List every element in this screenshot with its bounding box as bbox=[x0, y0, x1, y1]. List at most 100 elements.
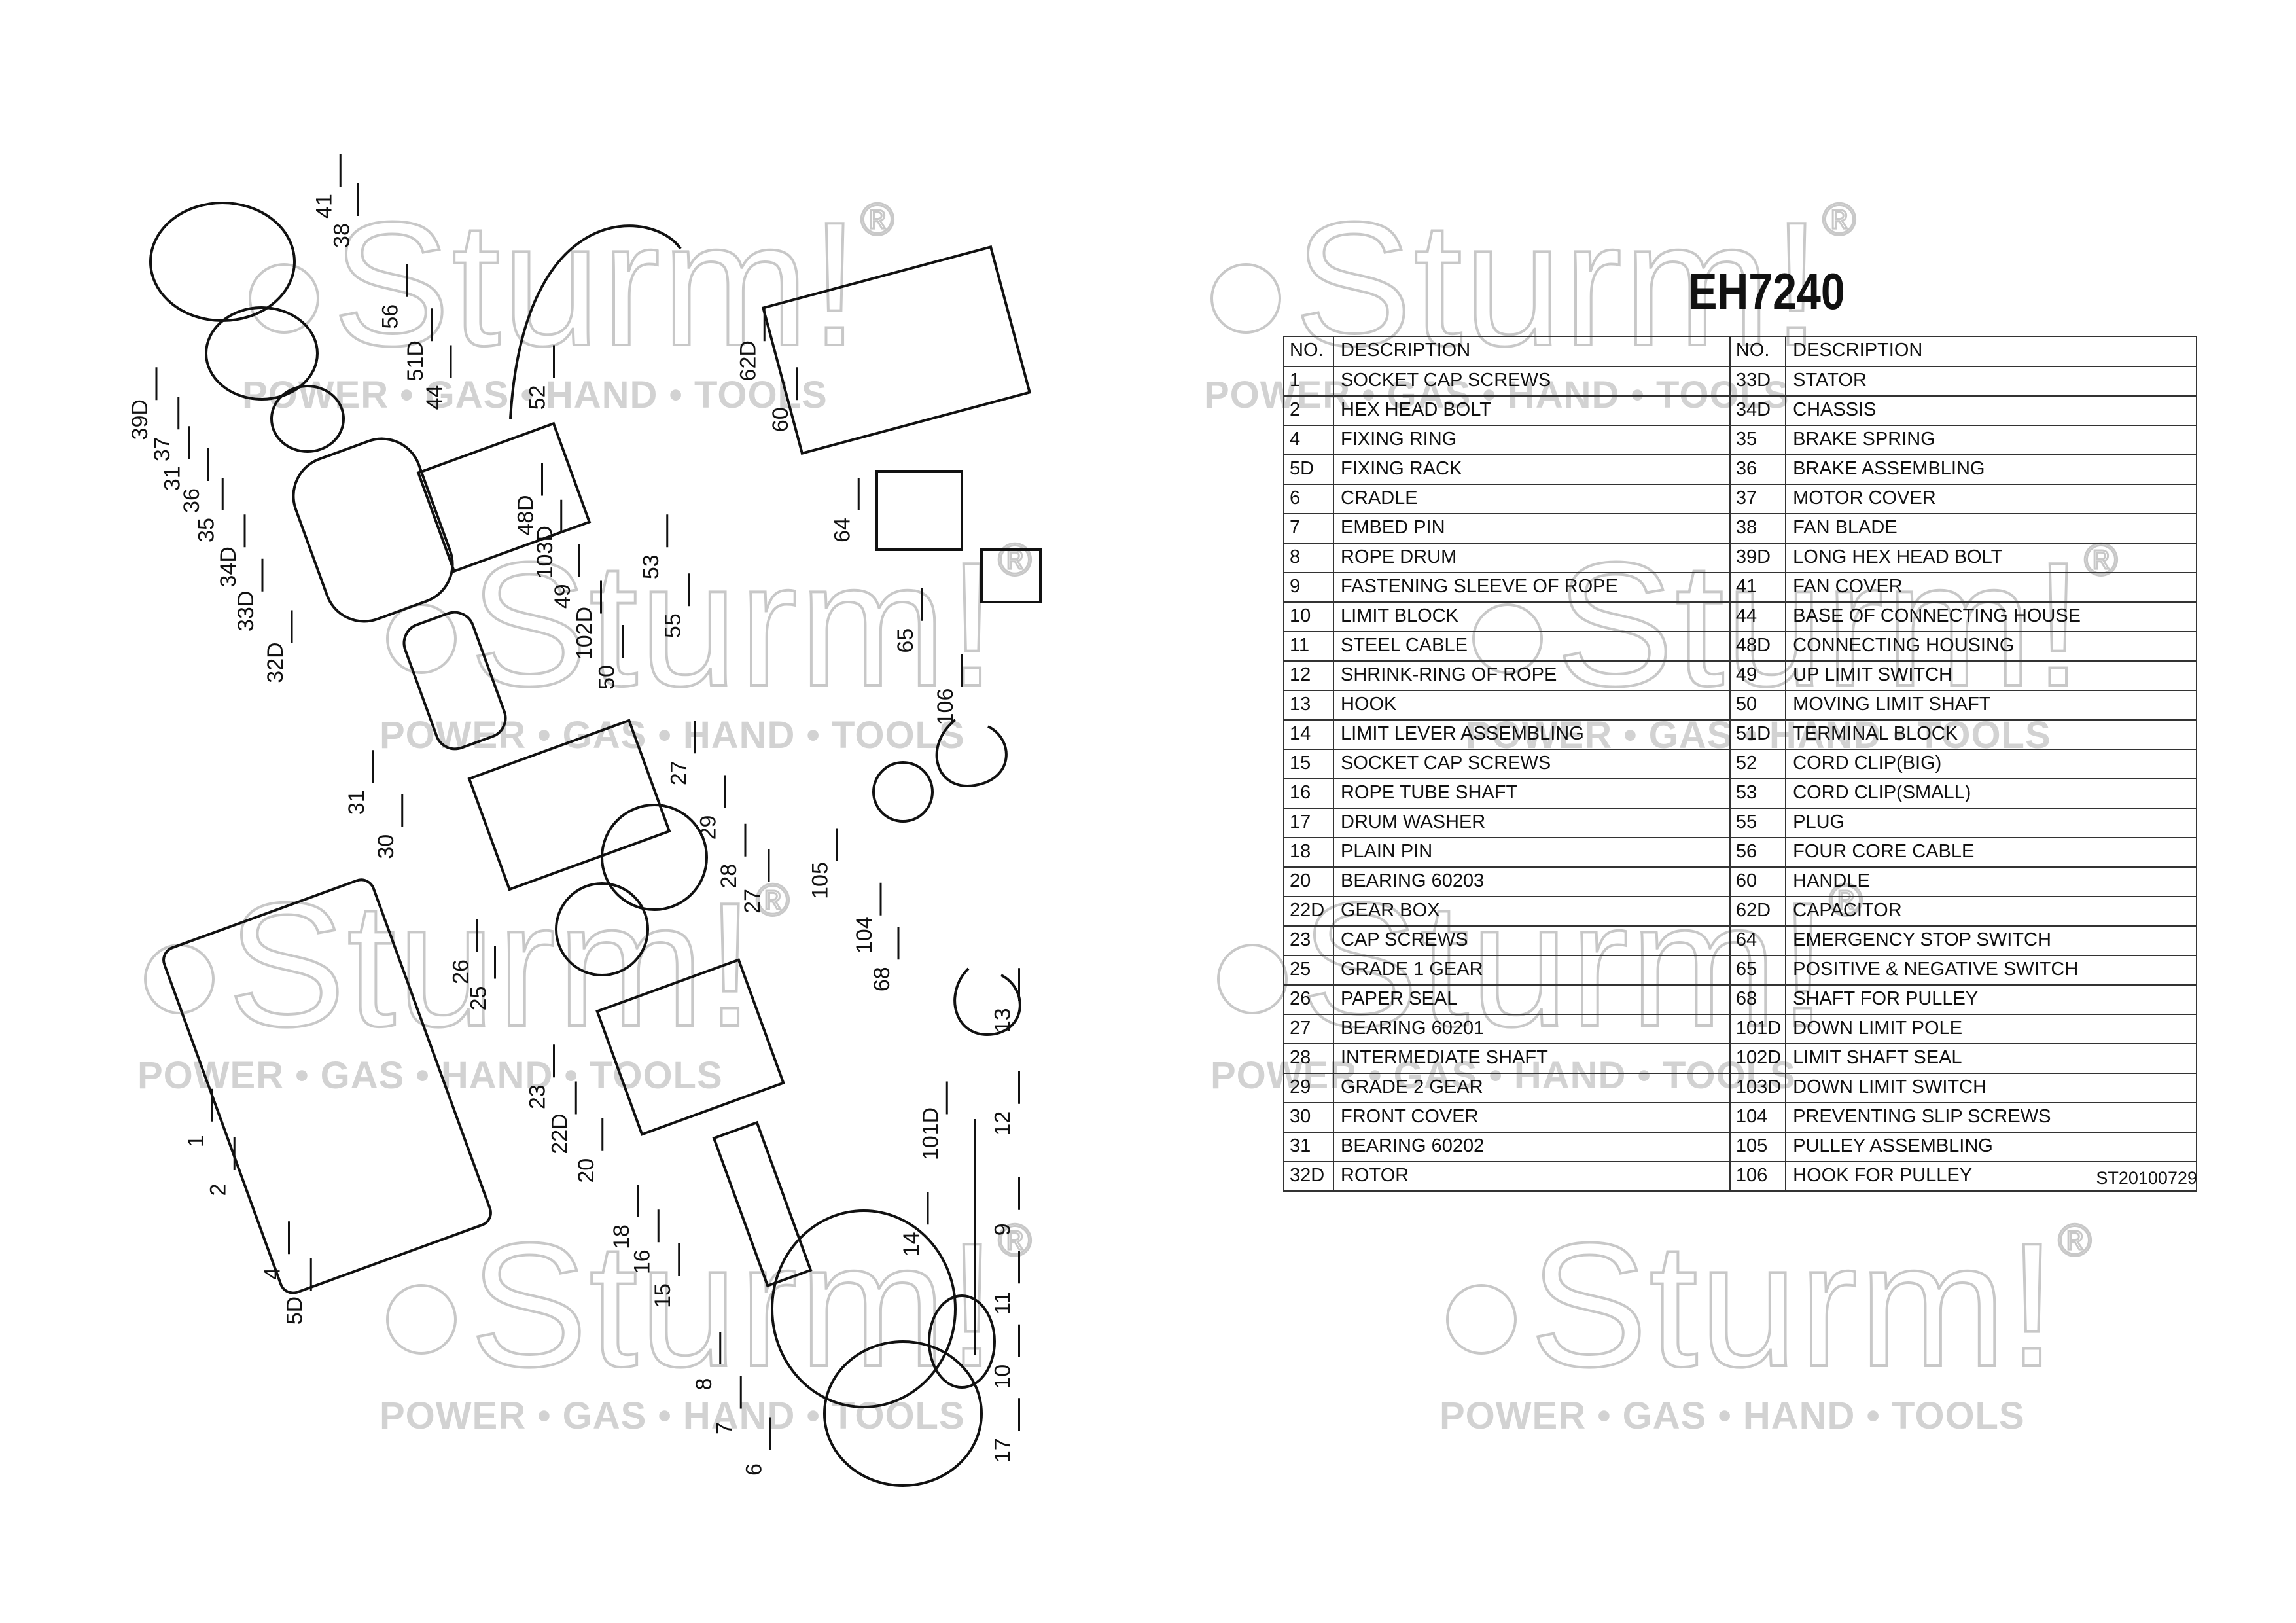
part-number: 64 bbox=[1729, 925, 1786, 956]
part-number: 101D bbox=[1729, 1014, 1786, 1044]
header-no: NO. bbox=[1729, 336, 1786, 367]
wm-bottom-right-tagline: POWER • GAS • HAND • TOOLS bbox=[1439, 1395, 2025, 1437]
part-description: GEAR BOX bbox=[1333, 896, 1730, 927]
part-label: 10 bbox=[991, 1364, 1016, 1389]
part-number: 106 bbox=[1729, 1161, 1786, 1192]
part-description: EMBED PIN bbox=[1333, 513, 1730, 544]
part-label: 2 bbox=[205, 1184, 230, 1196]
switch-part bbox=[875, 470, 963, 551]
part-label: 12 bbox=[991, 1111, 1016, 1136]
registered-mark: ® bbox=[860, 194, 896, 245]
part-label: 29 bbox=[696, 815, 721, 840]
part-number: 12 bbox=[1283, 660, 1333, 691]
part-number: 6 bbox=[1283, 484, 1333, 514]
part-label: 39D bbox=[128, 399, 152, 440]
logo-dot-icon bbox=[386, 1283, 457, 1355]
part-number: 22D bbox=[1283, 896, 1333, 927]
registered-mark: ® bbox=[997, 534, 1033, 585]
part-description: ROPE TUBE SHAFT bbox=[1333, 778, 1730, 809]
part-description: SHRINK-RING OF ROPE bbox=[1333, 660, 1730, 691]
part-label: 55 bbox=[661, 613, 686, 638]
part-description: STEEL CABLE bbox=[1333, 631, 1730, 662]
part-label: 30 bbox=[374, 834, 398, 859]
part-number: 105 bbox=[1729, 1132, 1786, 1162]
part-number: 62D bbox=[1729, 896, 1786, 927]
part-label: 106 bbox=[933, 688, 958, 726]
part-description: MOTOR COVER bbox=[1785, 484, 2197, 514]
part-label: 18 bbox=[609, 1224, 634, 1249]
part-label: 65 bbox=[893, 628, 918, 653]
logo-brand: Sturm! bbox=[1528, 1207, 2058, 1404]
part-label: 8 bbox=[692, 1378, 716, 1391]
part-number: 34D bbox=[1729, 395, 1786, 426]
document-code: ST20100729 bbox=[2096, 1168, 2197, 1188]
part-description: ROPE DRUM bbox=[1333, 543, 1730, 573]
registered-mark: ® bbox=[2057, 1215, 2093, 1266]
part-description: FIXING RACK bbox=[1333, 454, 1730, 485]
diagram-parts bbox=[149, 202, 1042, 1487]
logo-dot-icon bbox=[386, 603, 457, 674]
part-label: 1 bbox=[184, 1135, 209, 1147]
part-number: 10 bbox=[1283, 601, 1333, 632]
rope-drum-part bbox=[771, 1209, 957, 1408]
part-description: FIXING RING bbox=[1333, 425, 1730, 455]
part-label: 56 bbox=[378, 304, 403, 329]
part-description: INTERMEDIATE SHAFT bbox=[1333, 1043, 1730, 1074]
part-description: CORD CLIP(BIG) bbox=[1785, 749, 2197, 779]
part-number: 35 bbox=[1729, 425, 1786, 455]
part-number: 44 bbox=[1729, 601, 1786, 632]
header-description: DESCRIPTION bbox=[1333, 336, 1730, 367]
part-description: BRAKE SPRING bbox=[1785, 425, 2197, 455]
part-number: 104 bbox=[1729, 1102, 1786, 1133]
part-number: 23 bbox=[1283, 925, 1333, 956]
switch-part-2 bbox=[980, 548, 1042, 603]
part-label: 32D bbox=[263, 642, 288, 683]
part-description: PAPER SEAL bbox=[1333, 984, 1730, 1015]
part-number: 9 bbox=[1283, 572, 1333, 603]
registered-mark: ® bbox=[997, 1215, 1033, 1266]
part-label: 23 bbox=[525, 1084, 550, 1109]
wm-top-left-tagline: POWER • GAS • HAND • TOOLS bbox=[242, 374, 828, 416]
part-number: 68 bbox=[1729, 984, 1786, 1015]
logo-dot-icon bbox=[1446, 1283, 1517, 1355]
part-description: POSITIVE & NEGATIVE SWITCH bbox=[1785, 955, 2197, 986]
part-label: 7 bbox=[712, 1422, 737, 1435]
model-title: EH7240 bbox=[1688, 262, 1845, 320]
part-label: 51D bbox=[403, 340, 428, 381]
part-description: FOUR CORE CABLE bbox=[1785, 837, 2197, 868]
part-label: 35 bbox=[194, 518, 219, 543]
registered-mark: ® bbox=[755, 874, 791, 925]
part-number: 5D bbox=[1283, 454, 1333, 485]
part-description: FAN BLADE bbox=[1785, 513, 2197, 544]
hook-part bbox=[953, 967, 1021, 1036]
part-number: 102D bbox=[1729, 1043, 1786, 1074]
part-number: 15 bbox=[1283, 749, 1333, 779]
part-number: 65 bbox=[1729, 955, 1786, 986]
part-description: DOWN LIMIT POLE bbox=[1785, 1014, 2197, 1044]
part-label: 50 bbox=[594, 665, 619, 690]
part-label: 103D bbox=[533, 526, 557, 579]
part-number: 27 bbox=[1283, 1014, 1333, 1044]
part-label: 17 bbox=[991, 1438, 1016, 1463]
part-description: UP LIMIT SWITCH bbox=[1785, 660, 2197, 691]
part-description: PREVENTING SLIP SCREWS bbox=[1785, 1102, 2197, 1133]
part-description: GRADE 1 GEAR bbox=[1333, 955, 1730, 986]
part-description: HOOK FOR PULLEY bbox=[1785, 1161, 2197, 1192]
part-description: CHASSIS bbox=[1785, 395, 2197, 426]
part-description: ROTOR bbox=[1333, 1161, 1730, 1192]
part-label: 49 bbox=[550, 584, 575, 609]
registered-mark: ® bbox=[1822, 194, 1858, 245]
part-label: 27 bbox=[667, 760, 692, 785]
part-number: 41 bbox=[1729, 572, 1786, 603]
part-label: 27 bbox=[740, 889, 765, 914]
part-label: 26 bbox=[449, 959, 474, 984]
